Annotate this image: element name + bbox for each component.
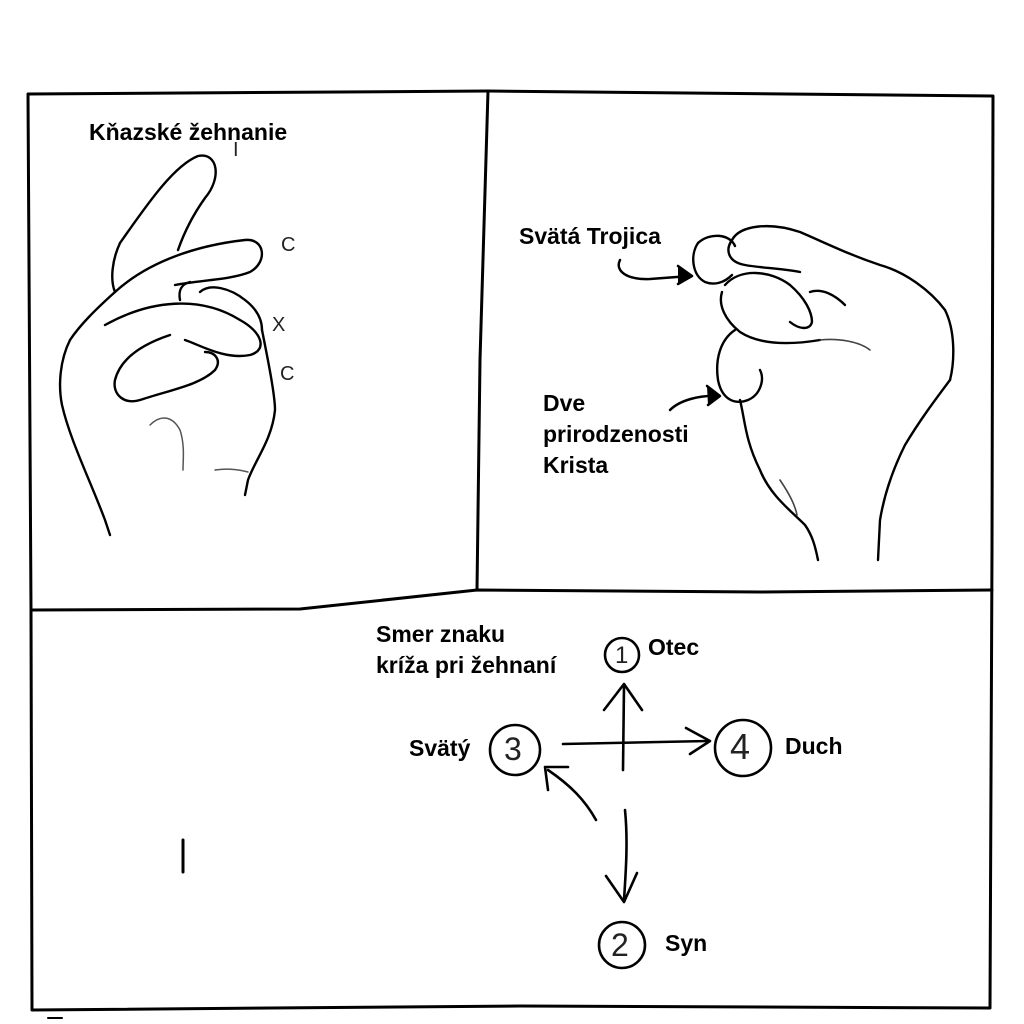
step-circle-1 [603, 636, 641, 674]
frame-outer [26, 89, 995, 1012]
step-circle-3 [488, 723, 542, 777]
cross-direction-title: Smer znaku kríža pri žehnaní [376, 619, 556, 681]
arrow-right-to-duch [561, 739, 710, 746]
trinity-label: Svätá Trojica [519, 223, 661, 249]
step-circle-2 [597, 920, 647, 970]
step-number-2: 2 [611, 927, 629, 963]
step-label-svaty: Svätý [409, 735, 471, 761]
arrow-down-to-syn [622, 808, 628, 902]
cross-direction-diagram [488, 636, 773, 970]
finger-letter-i: I [233, 139, 239, 161]
cross-title-line-2: kríža pri žehnaní [376, 652, 557, 678]
step-label-otec: Otec [648, 634, 700, 660]
cross-title-line-1: Smer znaku [376, 621, 506, 647]
blessing-title: Kňazské žehnanie [89, 119, 288, 145]
step-label-duch: Duch [785, 733, 843, 759]
natures-line-1: Dve [543, 390, 586, 416]
frame-divider-vertical [475, 89, 490, 592]
step-number-4: 4 [730, 726, 751, 767]
trinity-pointer-arrow [617, 258, 694, 286]
panel-borders [26, 89, 995, 1019]
trinity-hand-drawing [692, 225, 955, 562]
step-label-syn: Syn [665, 930, 708, 956]
step-number-1: 1 [615, 642, 629, 669]
finger-letter-c-upper: C [281, 234, 296, 256]
natures-line-3: Krista [543, 452, 609, 478]
step-number-3: 3 [504, 731, 522, 767]
step-circle-4 [713, 718, 773, 778]
blessing-hand-drawing [58, 154, 277, 537]
finger-letter-c-lower: C [280, 363, 295, 385]
frame-divider-horizontal [29, 588, 994, 612]
natures-label: Dve prirodzenosti Krista [543, 388, 689, 481]
natures-line-2: prirodzenosti [543, 421, 689, 447]
natures-pointer-arrow [668, 384, 722, 412]
finger-letter-x: X [272, 314, 286, 336]
arrow-curve-to-svaty [546, 768, 598, 822]
arrow-up-to-otec [621, 684, 626, 772]
